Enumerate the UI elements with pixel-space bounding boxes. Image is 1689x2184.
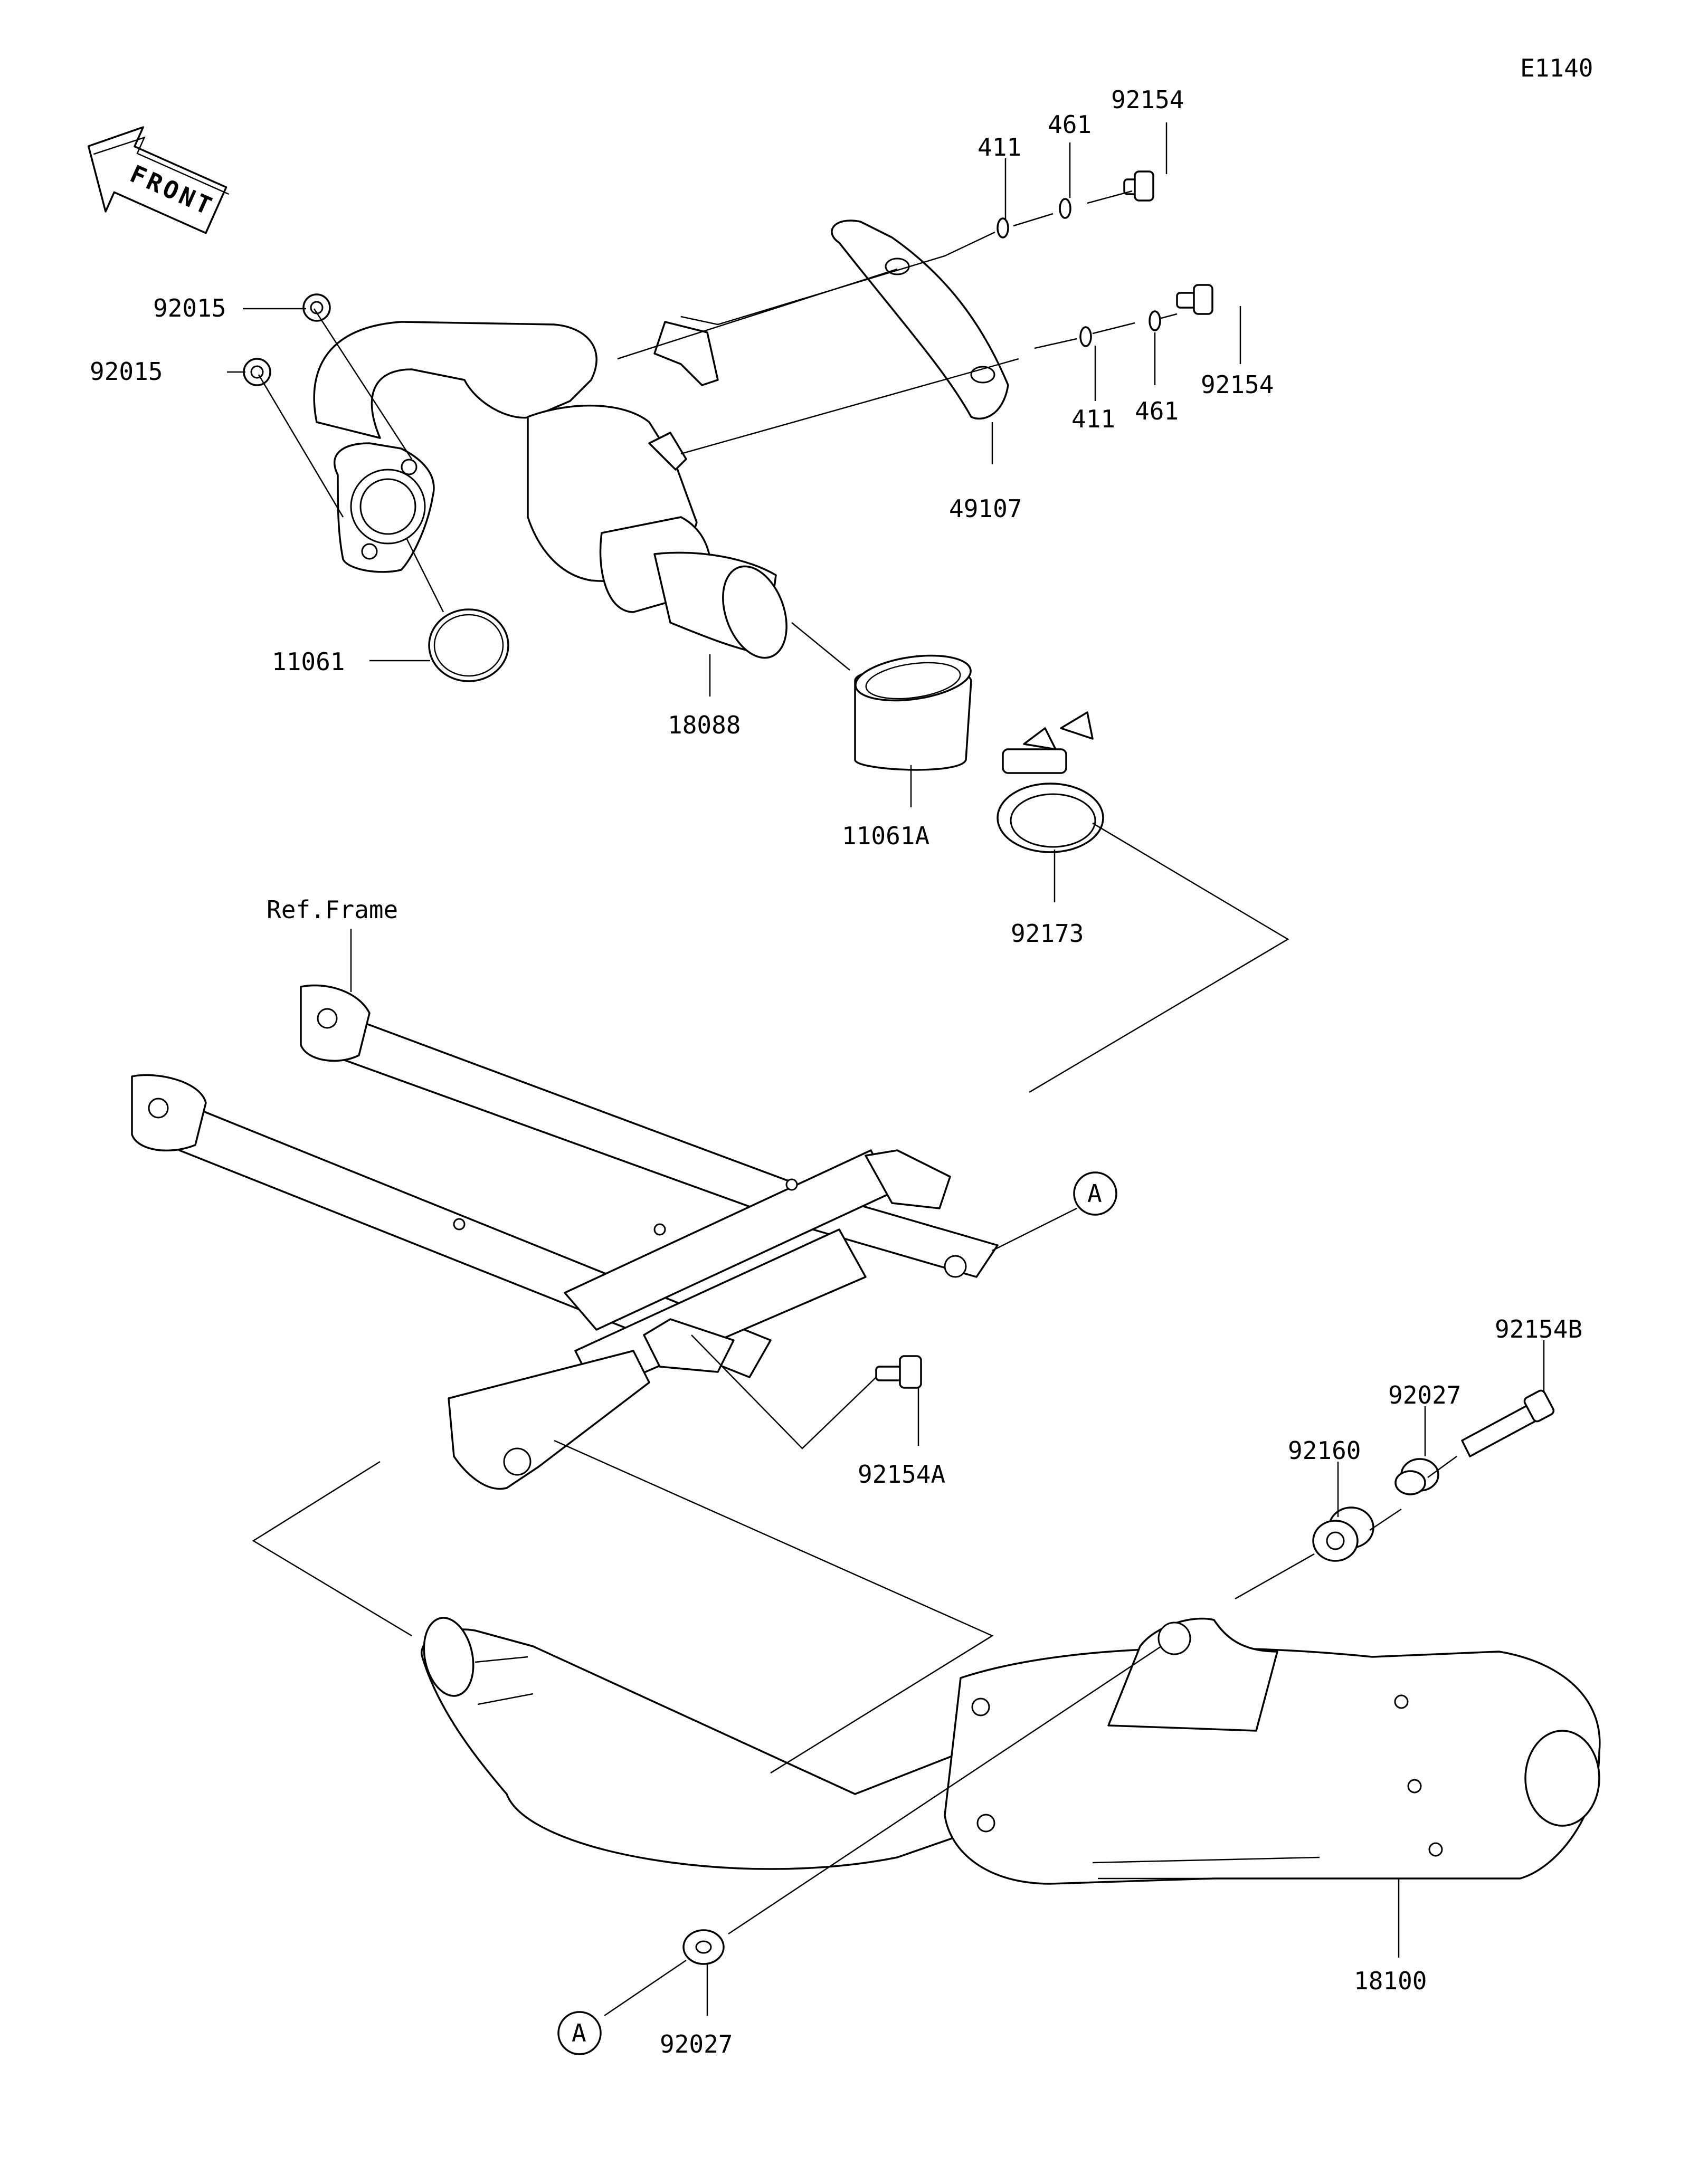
bolt-92154B	[1461, 1389, 1555, 1457]
label-92154-right: 92154	[1201, 370, 1274, 399]
label-92154-top: 92154	[1111, 85, 1184, 114]
label-411-bottom: 411	[1071, 405, 1115, 433]
label-92015-a: 92015	[153, 294, 226, 322]
label-11061: 11061	[272, 647, 345, 676]
label-92027-bottom: 92027	[660, 2030, 733, 2058]
muffler-18100	[420, 1617, 1601, 1885]
rear-frame	[131, 984, 999, 1490]
label-92027-right: 92027	[1388, 1381, 1461, 1409]
callout-a-top: A	[1073, 1171, 1117, 1216]
exhaust-header-pipe	[313, 321, 787, 659]
bolt-92154-top	[1123, 170, 1154, 202]
washer-461-top	[1059, 198, 1071, 219]
front-arrow-icon: FRONT	[87, 126, 230, 234]
label-92015-b: 92015	[90, 357, 163, 386]
collar-92027-right	[1394, 1458, 1439, 1495]
gasket-11061A	[854, 654, 972, 771]
heat-guard-49107	[831, 220, 1009, 420]
label-11061A: 11061A	[842, 822, 929, 850]
washer-411-top	[997, 217, 1009, 239]
label-461-top: 461	[1048, 110, 1092, 139]
washer-461-bottom	[1149, 310, 1161, 331]
leader-lines	[227, 122, 1545, 2017]
collar-92027-bottom	[682, 1929, 725, 1965]
bolt-92154-right	[1176, 284, 1213, 315]
label-92173: 92173	[1011, 919, 1084, 948]
label-92154A: 92154A	[858, 1460, 945, 1489]
nut-92015-b	[243, 358, 271, 386]
label-18100: 18100	[1354, 1967, 1427, 1995]
label-ref-frame: Ref.Frame	[267, 895, 398, 924]
washer-411-bottom	[1079, 326, 1092, 347]
label-92160: 92160	[1288, 1436, 1361, 1465]
label-18088: 18088	[668, 711, 741, 739]
label-411-top: 411	[978, 133, 1021, 161]
svg-text:A: A	[1087, 1179, 1102, 1208]
label-461-bottom: 461	[1135, 397, 1179, 425]
label-92154B: 92154B	[1495, 1315, 1582, 1343]
diagram-code: E1140	[1520, 54, 1593, 82]
callout-a-bottom: A	[557, 2011, 602, 2055]
damper-92160	[1312, 1506, 1374, 1562]
bolt-92154A	[875, 1355, 922, 1389]
label-49107: 49107	[949, 494, 1022, 523]
clamp-92173	[997, 711, 1104, 853]
nut-92015-a	[302, 293, 331, 322]
gasket-11061	[428, 608, 509, 682]
svg-text:A: A	[572, 2019, 586, 2047]
